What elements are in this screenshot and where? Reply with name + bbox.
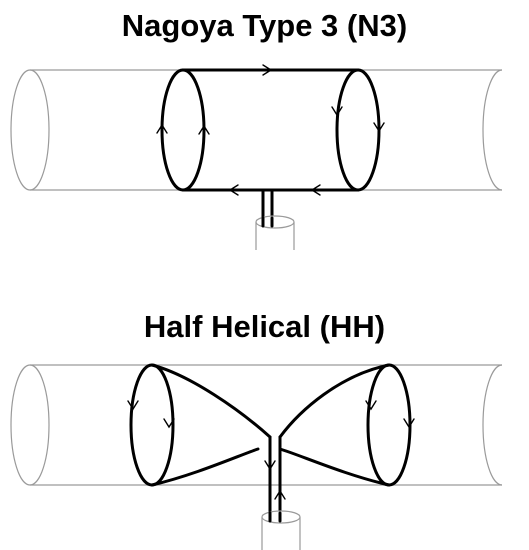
half-helical-diagram (10, 363, 503, 550)
arrow-up-icon (198, 124, 210, 135)
tube-body (10, 364, 503, 486)
tube-right-end (482, 69, 503, 191)
hh-upper-left-strip (150, 363, 272, 439)
hh-feed-cable (261, 510, 301, 550)
arrow-left-icon (228, 184, 239, 196)
tube-left-end (10, 364, 50, 486)
arrow-down-icon (365, 400, 377, 411)
arrow-up-icon (274, 489, 286, 500)
arrow-down-icon (403, 418, 415, 429)
arrow-down-icon (264, 460, 276, 471)
arrow-up-icon (156, 123, 168, 134)
n3-right-loop-front (356, 68, 381, 192)
nagoya-type-3-title: Nagoya Type 3 (N3) (121, 8, 408, 43)
hh-current-arrows (127, 400, 415, 500)
arrow-right-icon (262, 64, 273, 76)
arrow-down-icon (163, 418, 175, 429)
tube-left-end (10, 69, 50, 191)
n3-cable-sides (255, 222, 295, 250)
hh-left-loop (129, 363, 175, 487)
hh-upper-right-strip (278, 363, 391, 439)
tube-body (10, 69, 503, 191)
n3-right-loop-back (335, 68, 360, 192)
arrow-down-icon (331, 106, 343, 117)
half-helical-title: Half Helical (HH) (143, 309, 386, 344)
hh-coil (129, 363, 412, 517)
hh-right-loop-front (387, 363, 412, 487)
hh-cable-sides (261, 517, 301, 550)
n3-coil (160, 68, 381, 222)
hh-lower-right-strip (278, 447, 391, 487)
n3-feed-cable (255, 215, 295, 250)
arrow-down-icon (127, 400, 139, 411)
arrow-down-icon (373, 122, 385, 133)
hh-right-loop-back (366, 363, 391, 487)
nagoya-type-3-diagram (10, 64, 503, 250)
n3-cable-top (255, 215, 295, 229)
arrow-left-icon (310, 184, 321, 196)
n3-current-arrows (156, 64, 385, 196)
n3-left-loop (160, 68, 206, 192)
hh-lower-left-strip (150, 447, 260, 487)
tube-right-end (482, 364, 503, 486)
